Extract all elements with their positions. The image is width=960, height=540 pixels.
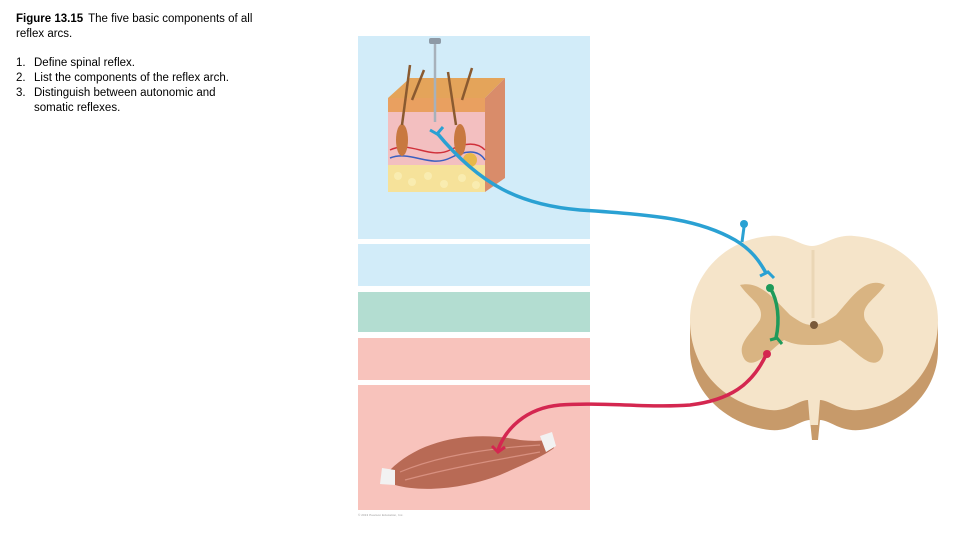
objective-number: 3. (16, 87, 26, 99)
skin-illustration (388, 64, 505, 192)
motor-neuron-panel (358, 338, 590, 380)
objective-item: 1. Define spinal reflex. (16, 56, 256, 71)
muscle-illustration (380, 432, 556, 489)
spinal-cord-illustration (690, 235, 938, 440)
objective-number: 2. (16, 72, 26, 84)
objective-item: 3. Distinguish between autonomic and soma… (16, 86, 256, 116)
sensory-neuron-panel (358, 244, 590, 286)
interneuron-path (766, 284, 784, 345)
objective-item: 2. List the components of the reflex arch… (16, 71, 256, 86)
sensory-neuron-path (429, 126, 776, 280)
objective-text: List the components of the reflex arch. (34, 72, 229, 84)
motor-neuron-path (490, 350, 771, 454)
figure-caption-text: The five basic components of all reflex … (16, 13, 253, 40)
objective-text: Define spinal reflex. (34, 57, 135, 69)
copyright-credit: © 2013 Pearson Education, Inc. (358, 513, 404, 517)
pin-stimulus-icon (429, 38, 441, 122)
figure-label: Figure 13.15 (16, 13, 84, 25)
learning-objectives-list: 1. Define spinal reflex. 2. List the compo… (16, 56, 256, 116)
integration-center-panel (358, 292, 590, 332)
objective-text: Distinguish between autonomic and somati… (34, 87, 216, 114)
objective-number: 1. (16, 57, 26, 69)
